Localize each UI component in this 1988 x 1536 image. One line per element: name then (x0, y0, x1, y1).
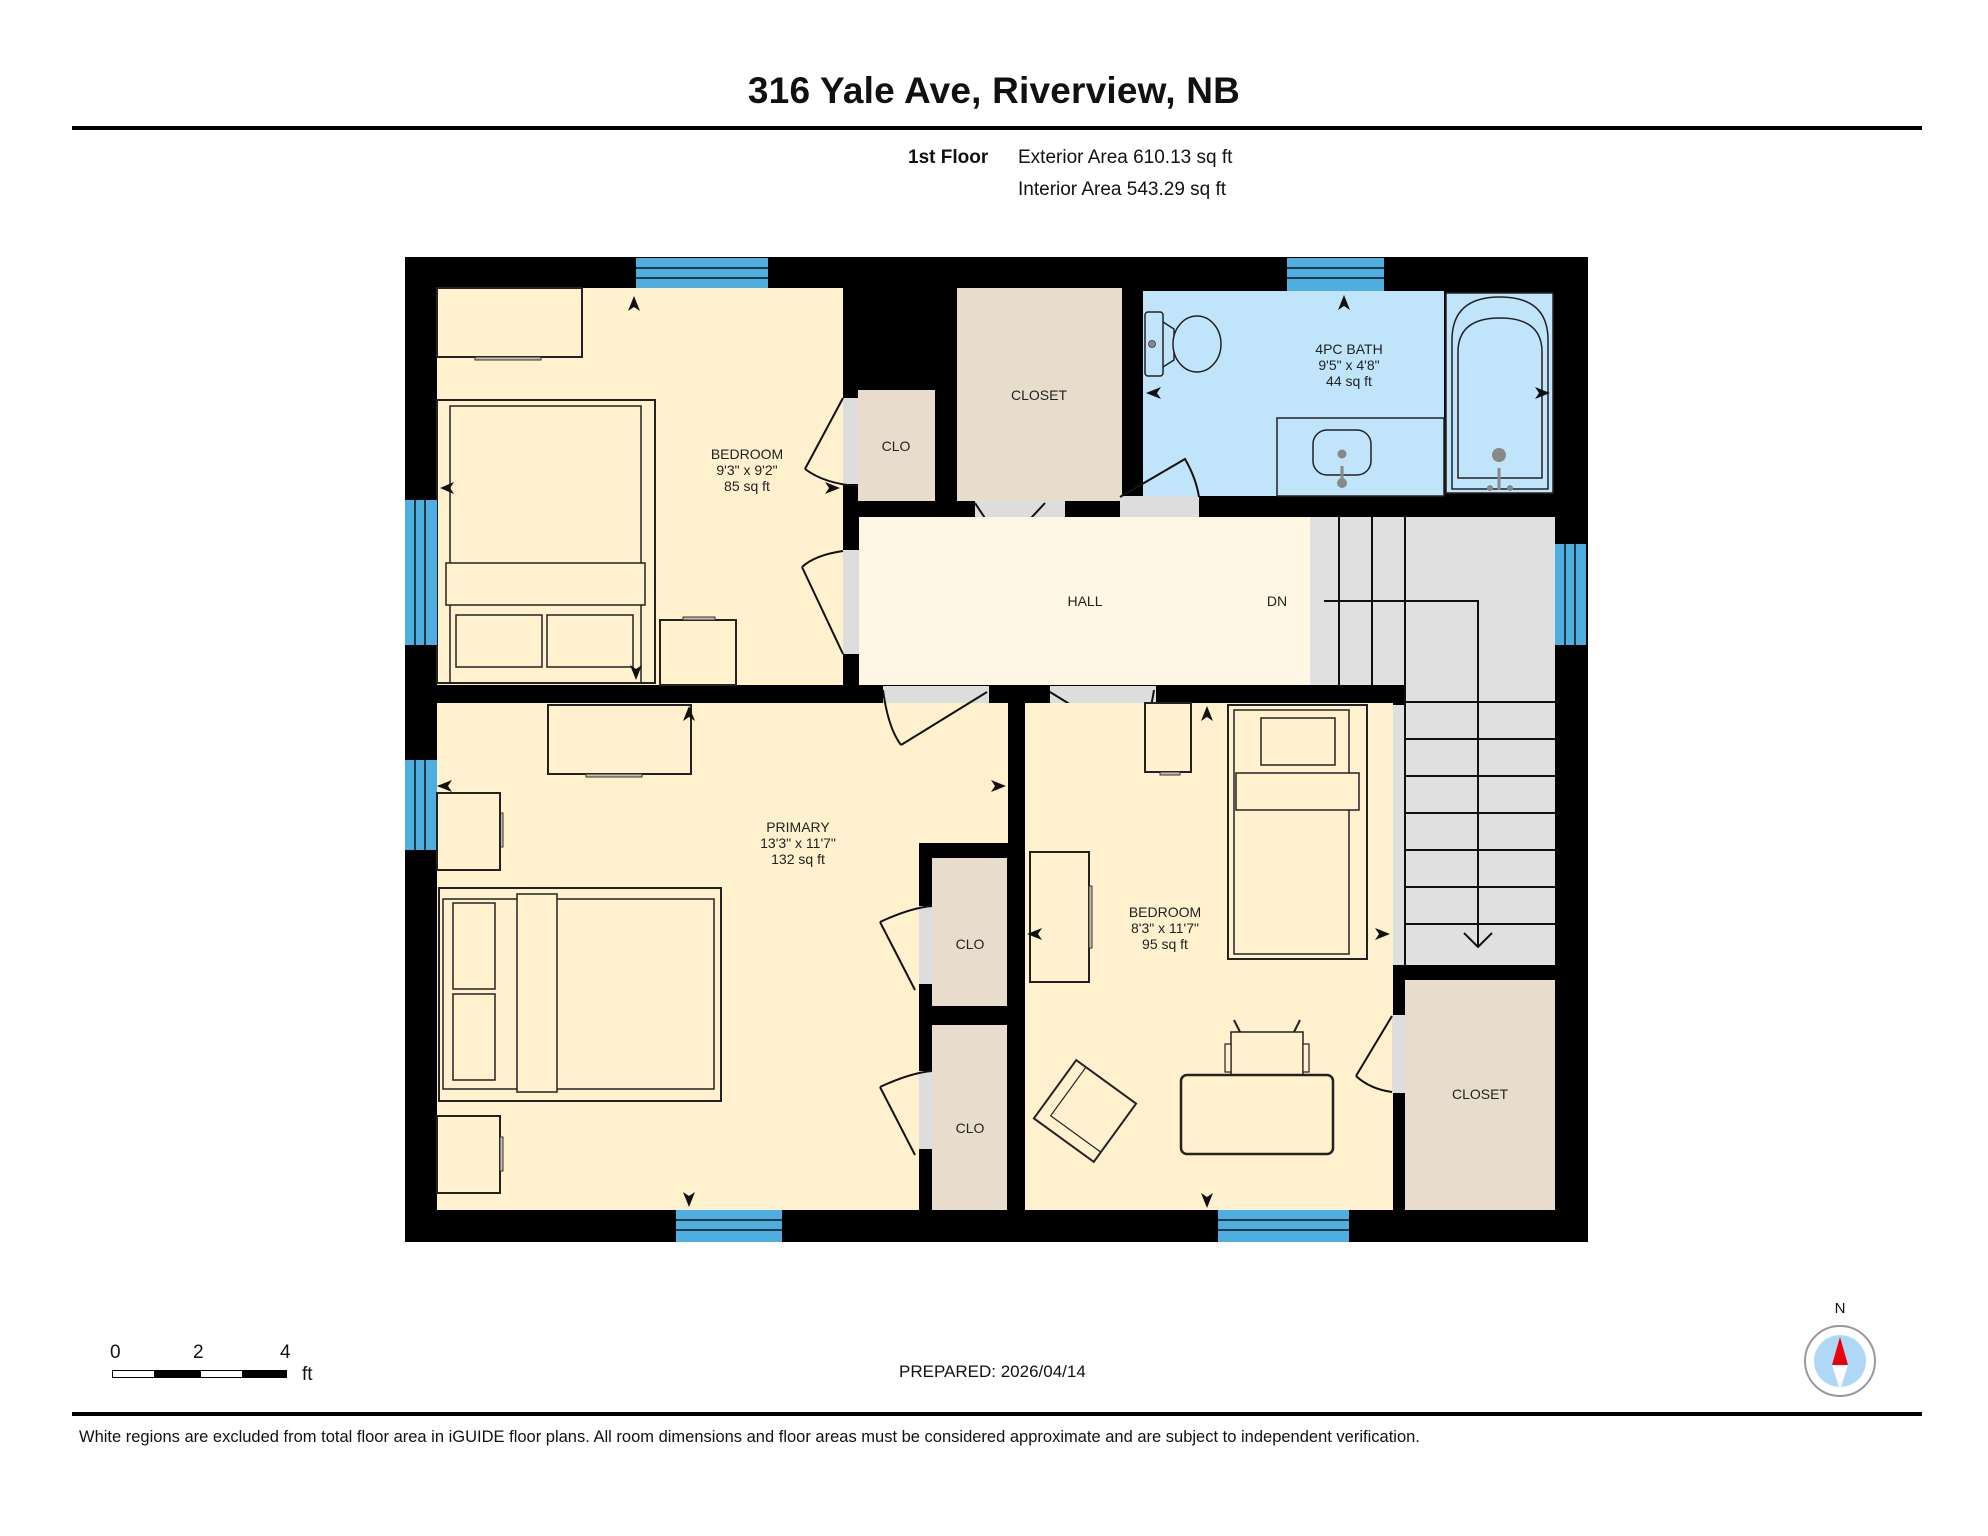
arrow-marker-icon (1027, 928, 1042, 940)
room-closet-small: CLO (858, 390, 935, 501)
arrow-marker-icon (630, 665, 642, 680)
door-opening (1050, 686, 1156, 703)
room-name: BEDROOM (711, 446, 783, 462)
interior-area: Interior Area 543.29 sq ft (1018, 179, 1227, 200)
arrow-marker-icon (683, 1192, 695, 1207)
room-dimensions: 13'3" x 11'7" (760, 835, 836, 851)
compass-icon (1804, 1325, 1876, 1397)
arrow-marker-icon (1146, 387, 1161, 399)
header-divider (72, 126, 1922, 130)
room-dimensions: 9'3" x 9'2" (716, 462, 777, 478)
scale-tick-0: 0 (110, 1342, 121, 1363)
room-hall: HALL DN (859, 517, 1310, 685)
room-name: CLOSET (1452, 1086, 1508, 1102)
window (636, 258, 768, 288)
room-name: CLOSET (1011, 387, 1067, 403)
room-dimensions: 8'3" x 11'7" (1131, 920, 1199, 936)
room-primary-closet-1: CLO (932, 858, 1007, 1006)
door-swing (882, 689, 988, 746)
arrow-marker-icon (683, 706, 695, 721)
door-opening (883, 686, 989, 703)
footer-divider (72, 1412, 1922, 1416)
arrow-marker-icon (1375, 928, 1390, 940)
window (405, 760, 437, 850)
arrow-marker-icon (1201, 1193, 1213, 1208)
room-bedroom-1: BEDROOM 9'3" x 9'2" 85 sq ft (436, 287, 843, 686)
north-compass: N (1800, 1300, 1880, 1400)
arrow-marker-icon (440, 482, 454, 494)
window (1218, 1210, 1349, 1242)
stairs-direction-label: DN (1267, 593, 1287, 609)
door-opening (843, 550, 859, 654)
room-dimensions: 9'5" x 4'8" (1318, 357, 1379, 373)
property-address-title: 316 Yale Ave, Riverview, NB (747, 70, 1241, 111)
arrow-marker-icon (825, 482, 840, 494)
door-opening (919, 906, 932, 984)
window (676, 1210, 782, 1242)
scale-tick-2: 2 (193, 1342, 204, 1363)
scale-tick-4: 4 (280, 1342, 291, 1363)
room-bathroom: 4PC BATH 9'5" x 4'8" 44 sq ft (1143, 291, 1554, 497)
door-swing (879, 905, 933, 991)
door-swing (879, 1070, 933, 1156)
room-name: BEDROOM (1129, 904, 1201, 920)
door-opening (843, 398, 858, 484)
room-name: CLO (956, 936, 985, 952)
door-opening (1392, 1015, 1405, 1093)
prepared-date: PREPARED: 2026/04/14 (899, 1362, 1086, 1381)
window (405, 500, 437, 645)
door-swing (1119, 457, 1200, 498)
room-area: 85 sq ft (724, 478, 770, 494)
door-opening (1120, 496, 1199, 517)
door-swing (804, 397, 859, 487)
window (1555, 544, 1586, 645)
door-opening (919, 1071, 932, 1149)
door-swing (801, 550, 844, 655)
room-name: PRIMARY (766, 819, 830, 835)
arrow-marker-icon (991, 780, 1006, 792)
room-area: 132 sq ft (771, 851, 825, 867)
room-area: 95 sq ft (1142, 936, 1188, 952)
scale-unit: ft (302, 1364, 313, 1385)
disclaimer-text: White regions are excluded from total fl… (79, 1428, 1420, 1446)
room-name: 4PC BATH (1315, 341, 1382, 357)
room-bedroom-2: BEDROOM 8'3" x 11'7" 95 sq ft (1025, 702, 1393, 1210)
arrow-marker-icon (1535, 387, 1550, 399)
window (1287, 258, 1384, 291)
arrow-marker-icon (1201, 706, 1213, 721)
exterior-area: Exterior Area 610.13 sq ft (1018, 147, 1233, 168)
arrow-marker-icon (1338, 295, 1350, 310)
room-name: HALL (1067, 593, 1102, 609)
compass-north-label: N (1834, 1300, 1846, 1317)
room-closet-top: CLOSET (957, 288, 1122, 501)
stair-direction-arrow-icon (1324, 600, 1493, 949)
door-swing (1355, 1015, 1393, 1093)
arrow-marker-icon (628, 296, 640, 311)
room-area: 44 sq ft (1326, 373, 1372, 389)
room-name: CLO (956, 1120, 985, 1136)
room-closet-bottom: CLOSET (1405, 980, 1555, 1210)
door-opening (975, 501, 1065, 517)
room-primary-closet-2: CLO (932, 1025, 1007, 1210)
room-name: CLO (882, 438, 911, 454)
floor-label: 1st Floor (908, 147, 989, 168)
